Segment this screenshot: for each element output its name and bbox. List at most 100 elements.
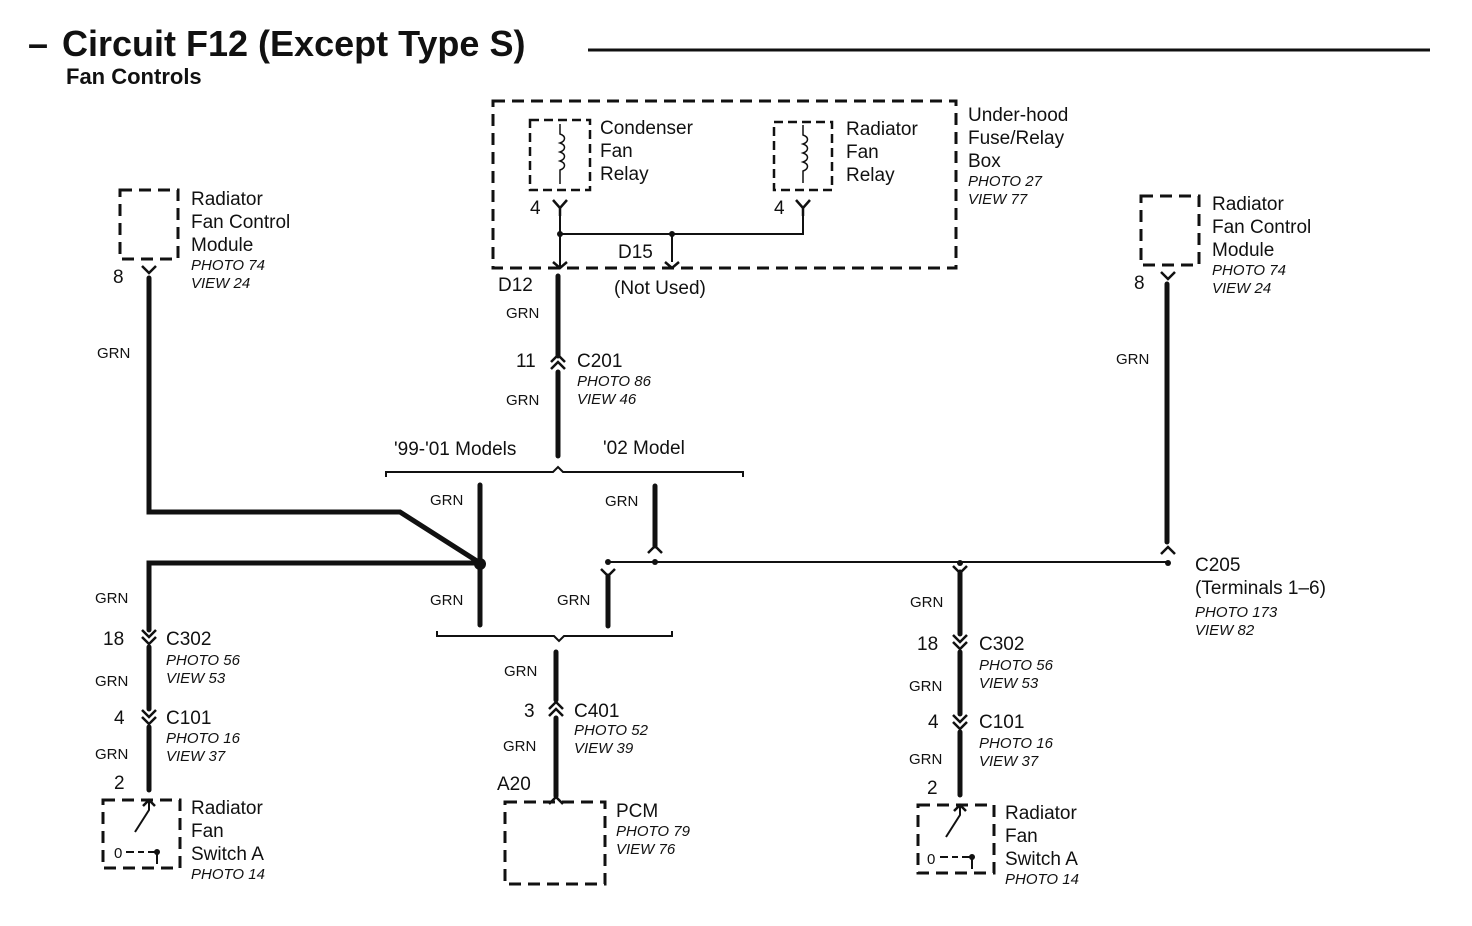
c205-02-left-dot	[605, 559, 611, 565]
d12-terminal-icon	[552, 261, 568, 270]
pcm-name: PCM	[616, 801, 658, 822]
left-module-photo: PHOTO 74	[191, 257, 265, 274]
wire-color-left-2: GRN	[95, 673, 128, 690]
left-c101-connector-icon	[141, 709, 157, 726]
radiator-relay-line-2: Fan	[846, 142, 879, 163]
d15-label: D15	[618, 242, 653, 263]
right-fan-switch-terminal-icon	[953, 803, 967, 812]
radiator-relay-coil-icon	[800, 125, 809, 183]
wire-color-99-01-bottom: GRN	[430, 592, 463, 609]
right-c101-photo: PHOTO 16	[979, 735, 1054, 752]
condenser-fan-relay-outline	[528, 118, 592, 192]
left-switch-pin: 2	[114, 773, 125, 794]
right-switch-line-3: Switch A	[1005, 849, 1078, 870]
wire-color-02-top: GRN	[605, 493, 638, 510]
left-fan-control-module-outline	[118, 188, 180, 261]
condenser-relay-line-3: Relay	[600, 164, 649, 185]
left-c302-photo: PHOTO 56	[166, 652, 241, 669]
c205-view: VIEW 82	[1195, 622, 1255, 639]
left-module-pin: 8	[113, 267, 124, 288]
radiator-relay-line-1: Radiator	[846, 119, 918, 140]
c401-photo: PHOTO 52	[574, 722, 649, 739]
condenser-relay-pin: 4	[530, 198, 541, 219]
c201-view: VIEW 46	[577, 391, 637, 408]
wire-color-right-module: GRN	[1116, 351, 1149, 368]
right-fan-switch-zero: 0	[927, 851, 935, 868]
c401-connector-icon	[548, 700, 564, 717]
d15-terminal-icon	[664, 261, 680, 270]
c401-pin: 3	[524, 701, 535, 722]
right-switch-line-2: Fan	[1005, 826, 1038, 847]
right-c302-name: C302	[979, 634, 1024, 655]
c205-mid-dot	[957, 560, 963, 566]
left-switch-line-1: Radiator	[191, 798, 263, 819]
right-fan-control-module-outline	[1139, 194, 1201, 267]
right-switch-pin: 2	[927, 778, 938, 799]
pcm-outline	[503, 800, 607, 886]
c205-terminals: (Terminals 1–6)	[1195, 578, 1326, 599]
left-module-name-line-2: Fan Control	[191, 212, 290, 233]
fuse-box-name-line-3: Box	[968, 151, 1001, 172]
right-c302-photo: PHOTO 56	[979, 657, 1054, 674]
left-c302-name: C302	[166, 629, 211, 650]
pcm-terminal: A20	[497, 774, 531, 795]
page-title: Circuit F12 (Except Type S)	[62, 23, 525, 64]
wire-color-d12: GRN	[506, 305, 539, 322]
right-c101-name: C101	[979, 712, 1024, 733]
c205-photo: PHOTO 173	[1195, 604, 1278, 621]
left-switch-photo: PHOTO 14	[191, 866, 265, 883]
models-02-label: '02 Model	[603, 438, 685, 459]
left-module-name-line-3: Module	[191, 235, 253, 256]
wire-color-left-module: GRN	[97, 345, 130, 362]
wire-color-pcm-2: GRN	[503, 738, 536, 755]
radiator-relay-pin-terminal-icon	[795, 199, 811, 216]
fuse-box-name-line-1: Under-hood	[968, 105, 1068, 126]
wire-left-module-to-splice	[146, 275, 483, 566]
c401-view: VIEW 39	[574, 740, 634, 757]
right-module-pin: 8	[1134, 273, 1145, 294]
pcm-photo: PHOTO 79	[616, 823, 691, 840]
right-c101-pin: 4	[928, 712, 939, 733]
fuse-relay-box-outline	[491, 99, 958, 270]
right-c302-pin: 18	[917, 634, 938, 655]
left-c101-name: C101	[166, 708, 211, 729]
condenser-relay-coil-icon	[557, 124, 566, 184]
right-fan-switch-pivot-dot	[969, 854, 975, 860]
right-switch-line-1: Radiator	[1005, 803, 1077, 824]
fuse-box-view: VIEW 77	[968, 191, 1028, 208]
c205-right-connector-icon	[1160, 545, 1176, 555]
right-module-photo: PHOTO 74	[1212, 262, 1286, 279]
left-fan-switch-zero: 0	[114, 845, 122, 862]
radiator-relay-line-3: Relay	[846, 165, 895, 186]
right-fan-switch-outline	[916, 803, 996, 875]
right-module-view: VIEW 24	[1212, 280, 1271, 297]
model-bracket-top	[385, 465, 744, 477]
right-c302-connector-icon	[952, 634, 968, 651]
wire-color-c201: GRN	[506, 392, 539, 409]
d12-label: D12	[498, 275, 533, 296]
page-subtitle: Fan Controls	[66, 64, 202, 89]
fuse-box-name-line-2: Fuse/Relay	[968, 128, 1065, 149]
wire-color-right-2: GRN	[909, 678, 942, 695]
fuse-box-photo: PHOTO 27	[968, 173, 1043, 190]
right-c101-view: VIEW 37	[979, 753, 1039, 770]
right-module-terminal-icon	[1160, 271, 1176, 281]
left-c101-pin: 4	[114, 708, 125, 729]
model-bracket-bottom	[436, 631, 673, 643]
fuse-box-junction-dot	[557, 231, 563, 237]
condenser-relay-line-2: Fan	[600, 141, 633, 162]
header-dash: –	[28, 23, 48, 64]
splice-99-01-dot	[474, 558, 486, 570]
left-module-terminal-icon	[141, 265, 157, 275]
left-c302-connector-icon	[141, 629, 157, 646]
wire-color-left-1: GRN	[95, 590, 128, 607]
models-99-01-label: '99-'01 Models	[394, 439, 516, 460]
d15-junction-dot	[669, 231, 675, 237]
condenser-relay-line-1: Condenser	[600, 118, 694, 139]
c205-name: C205	[1195, 555, 1240, 576]
left-switch-line-2: Fan	[191, 821, 224, 842]
wire-color-left-3: GRN	[95, 746, 128, 763]
condenser-relay-pin-terminal-icon	[552, 199, 568, 216]
wire-color-right-1: GRN	[910, 594, 943, 611]
